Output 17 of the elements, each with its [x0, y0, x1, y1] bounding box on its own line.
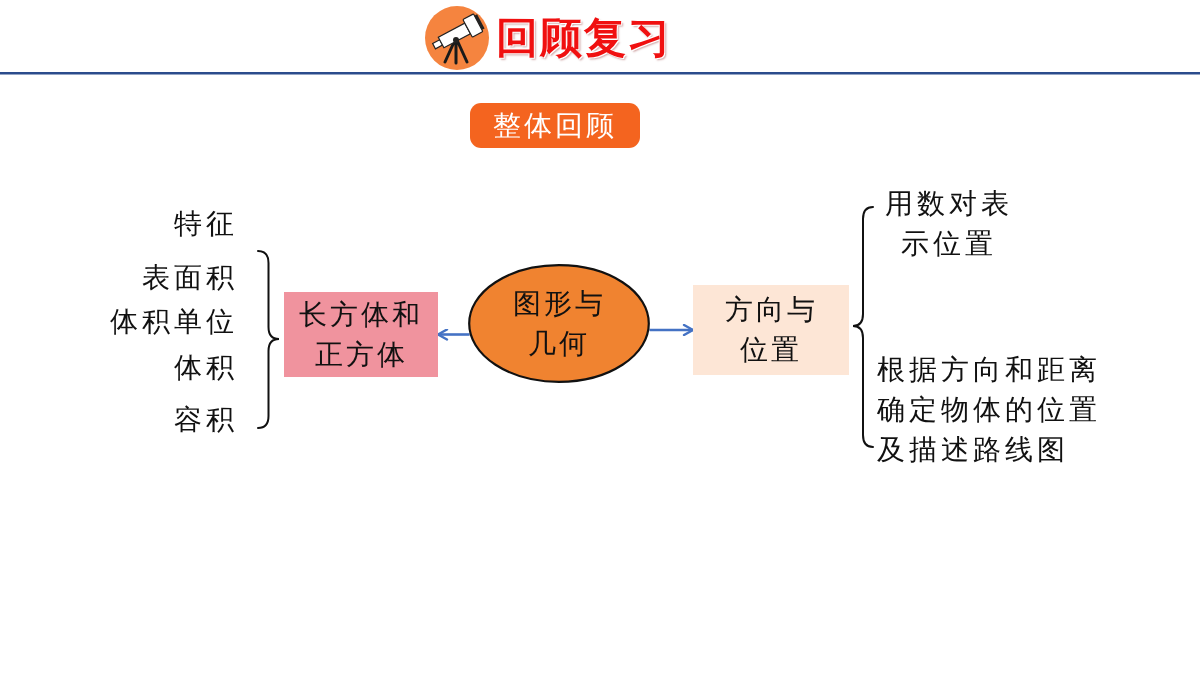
list-item-text: 容积	[174, 402, 238, 438]
topic-box	[693, 285, 849, 375]
section-badge	[470, 103, 640, 148]
list-item-text: 根据方向和距离确定物体的位置及描述路线图	[877, 352, 1102, 468]
list-item-text: 用数对表示位置	[884, 186, 1014, 262]
topic-box	[284, 292, 438, 377]
arrow	[649, 323, 695, 337]
list-item-text: 表面积	[142, 260, 238, 296]
node-text: 方向与位置	[723, 292, 819, 368]
list-item-text: 体积	[174, 350, 238, 386]
slide-title: 回顾复习	[496, 12, 672, 64]
list-item-text: 特征	[174, 206, 238, 242]
list-item-text: 体积单位	[110, 304, 238, 340]
badge-text: 整体回顾	[492, 107, 618, 144]
node-text: 图形与几何	[511, 285, 607, 362]
topic-ellipse	[468, 264, 650, 383]
node-text: 长方体和正方体	[298, 296, 424, 373]
